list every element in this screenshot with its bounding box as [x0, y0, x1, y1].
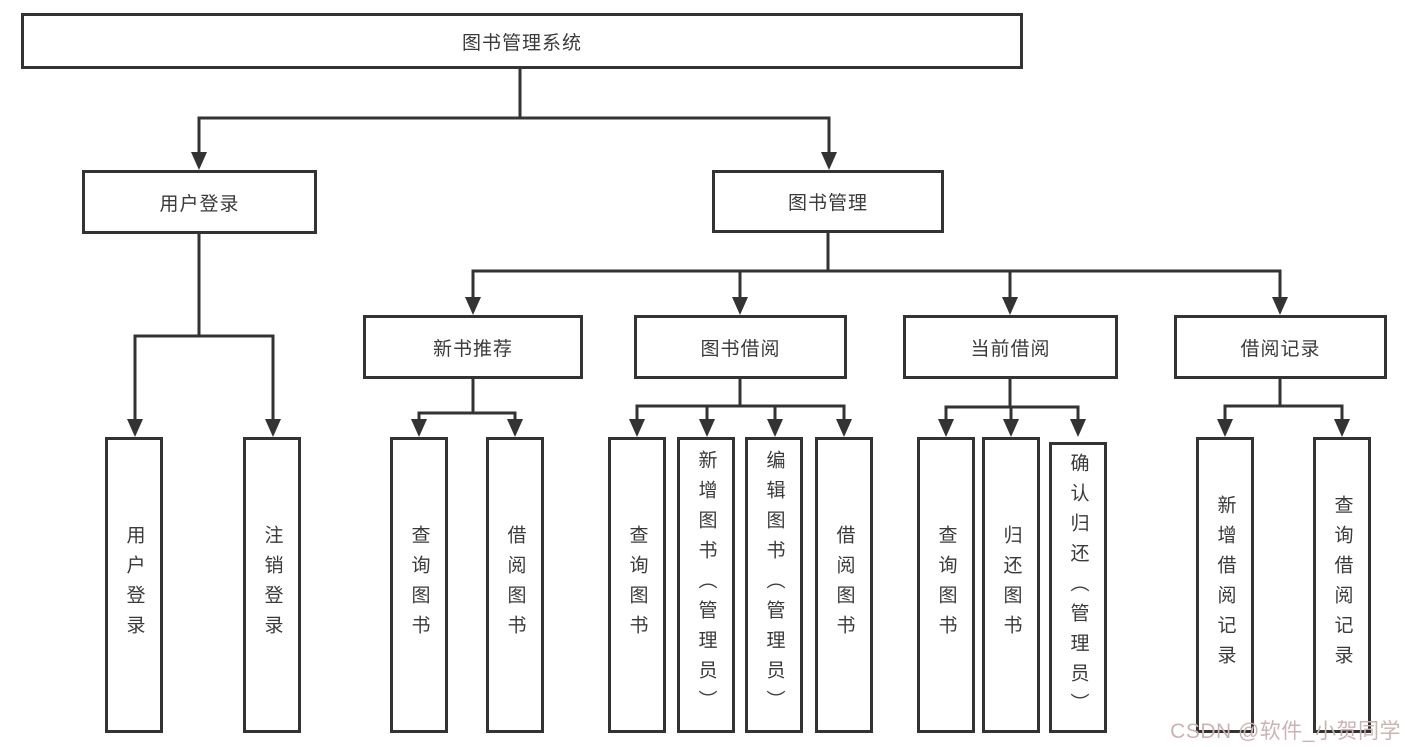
- leaf-add-borrow-record: 新增借阅记录: [1196, 437, 1254, 733]
- node-user-login: 用户登录: [82, 170, 317, 234]
- leaf-label: 借阅图书: [833, 525, 855, 645]
- leaf-confirm-return-admin: 确认归还（管理员）: [1049, 442, 1107, 733]
- arrowheads: [127, 152, 1350, 437]
- leaf-label: 新增借阅记录: [1214, 495, 1236, 675]
- leaf-query-books-current: 查询图书: [917, 437, 975, 733]
- leaf-edit-book-admin: 编辑图书（管理员）: [745, 437, 803, 733]
- leaf-query-borrow-record: 查询借阅记录: [1313, 437, 1371, 733]
- leaf-add-book-admin: 新增图书（管理员）: [677, 437, 735, 733]
- leaf-label: 查询图书: [408, 525, 430, 645]
- leaf-label: 编辑图书（管理员）: [763, 450, 785, 720]
- leaf-label: 查询借阅记录: [1331, 495, 1353, 675]
- node-new-book-recommend: 新书推荐: [363, 315, 583, 379]
- leaf-user-login: 用户登录: [105, 437, 163, 733]
- leaf-label: 新增图书（管理员）: [695, 450, 717, 720]
- leaf-label: 归还图书: [1000, 525, 1022, 645]
- leaf-borrow-books: 借阅图书: [815, 437, 873, 733]
- leaf-return-book: 归还图书: [982, 437, 1040, 733]
- leaf-label: 借阅图书: [504, 525, 526, 645]
- node-book-management: 图书管理: [712, 170, 944, 233]
- leaf-query-books-borrow: 查询图书: [608, 437, 666, 733]
- leaf-label: 确认归还（管理员）: [1067, 452, 1089, 723]
- leaf-query-books-recommend: 查询图书: [390, 437, 448, 733]
- leaf-label: 用户登录: [123, 525, 145, 645]
- node-library-management-system: 图书管理系统: [21, 13, 1023, 69]
- node-book-borrow: 图书借阅: [634, 315, 847, 379]
- node-borrow-records: 借阅记录: [1174, 315, 1387, 379]
- leaf-label: 注销登录: [261, 525, 283, 645]
- connector-segments: [133, 68, 1344, 421]
- leaf-logout: 注销登录: [243, 437, 301, 733]
- node-current-borrow: 当前借阅: [903, 315, 1118, 379]
- leaf-borrow-books-recommend: 借阅图书: [486, 437, 544, 733]
- leaf-label: 查询图书: [626, 525, 648, 645]
- leaf-label: 查询图书: [935, 525, 957, 645]
